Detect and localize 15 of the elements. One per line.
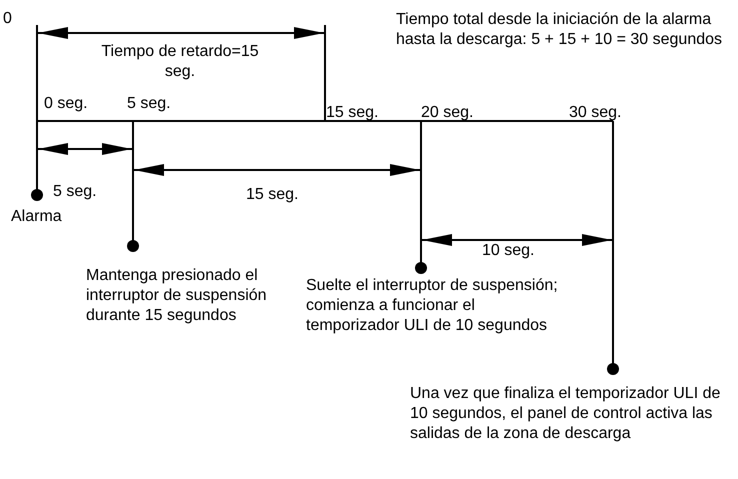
event-description: Mantenga presionado el interruptor de suspensión durante 15 segundos [86, 266, 268, 326]
interval-label: 10 seg. [482, 241, 534, 261]
time-origin-label: 0 [3, 9, 12, 29]
time-mark-label: 15 seg. [326, 103, 378, 123]
time-mark-label: 0 seg. [44, 94, 88, 114]
time-mark-label: 30 seg. [569, 103, 622, 123]
time-mark-label: 5 seg. [127, 94, 171, 114]
delay-time-label: Tiempo de retardo=15 seg. [100, 42, 260, 82]
time-mark-label: 20 seg. [421, 103, 474, 123]
interval-label: 5 seg. [53, 182, 97, 202]
event-description: Suelte el interruptor de suspensión; comienza a funcionar el temporizador ULI de 10 segundos [306, 276, 559, 336]
total-time-note: Tiempo total desde la iniciación de la alarma hasta la descarga: 5 + 15 + 10 = 30 segundos [396, 10, 724, 50]
interval-label: 15 seg. [246, 185, 298, 205]
event-description: Una vez que finaliza el temporizador ULI de 10 segundos, el panel de control activa las salidas de la zona de descarga [410, 384, 722, 444]
event-label: Alarma [11, 207, 62, 227]
